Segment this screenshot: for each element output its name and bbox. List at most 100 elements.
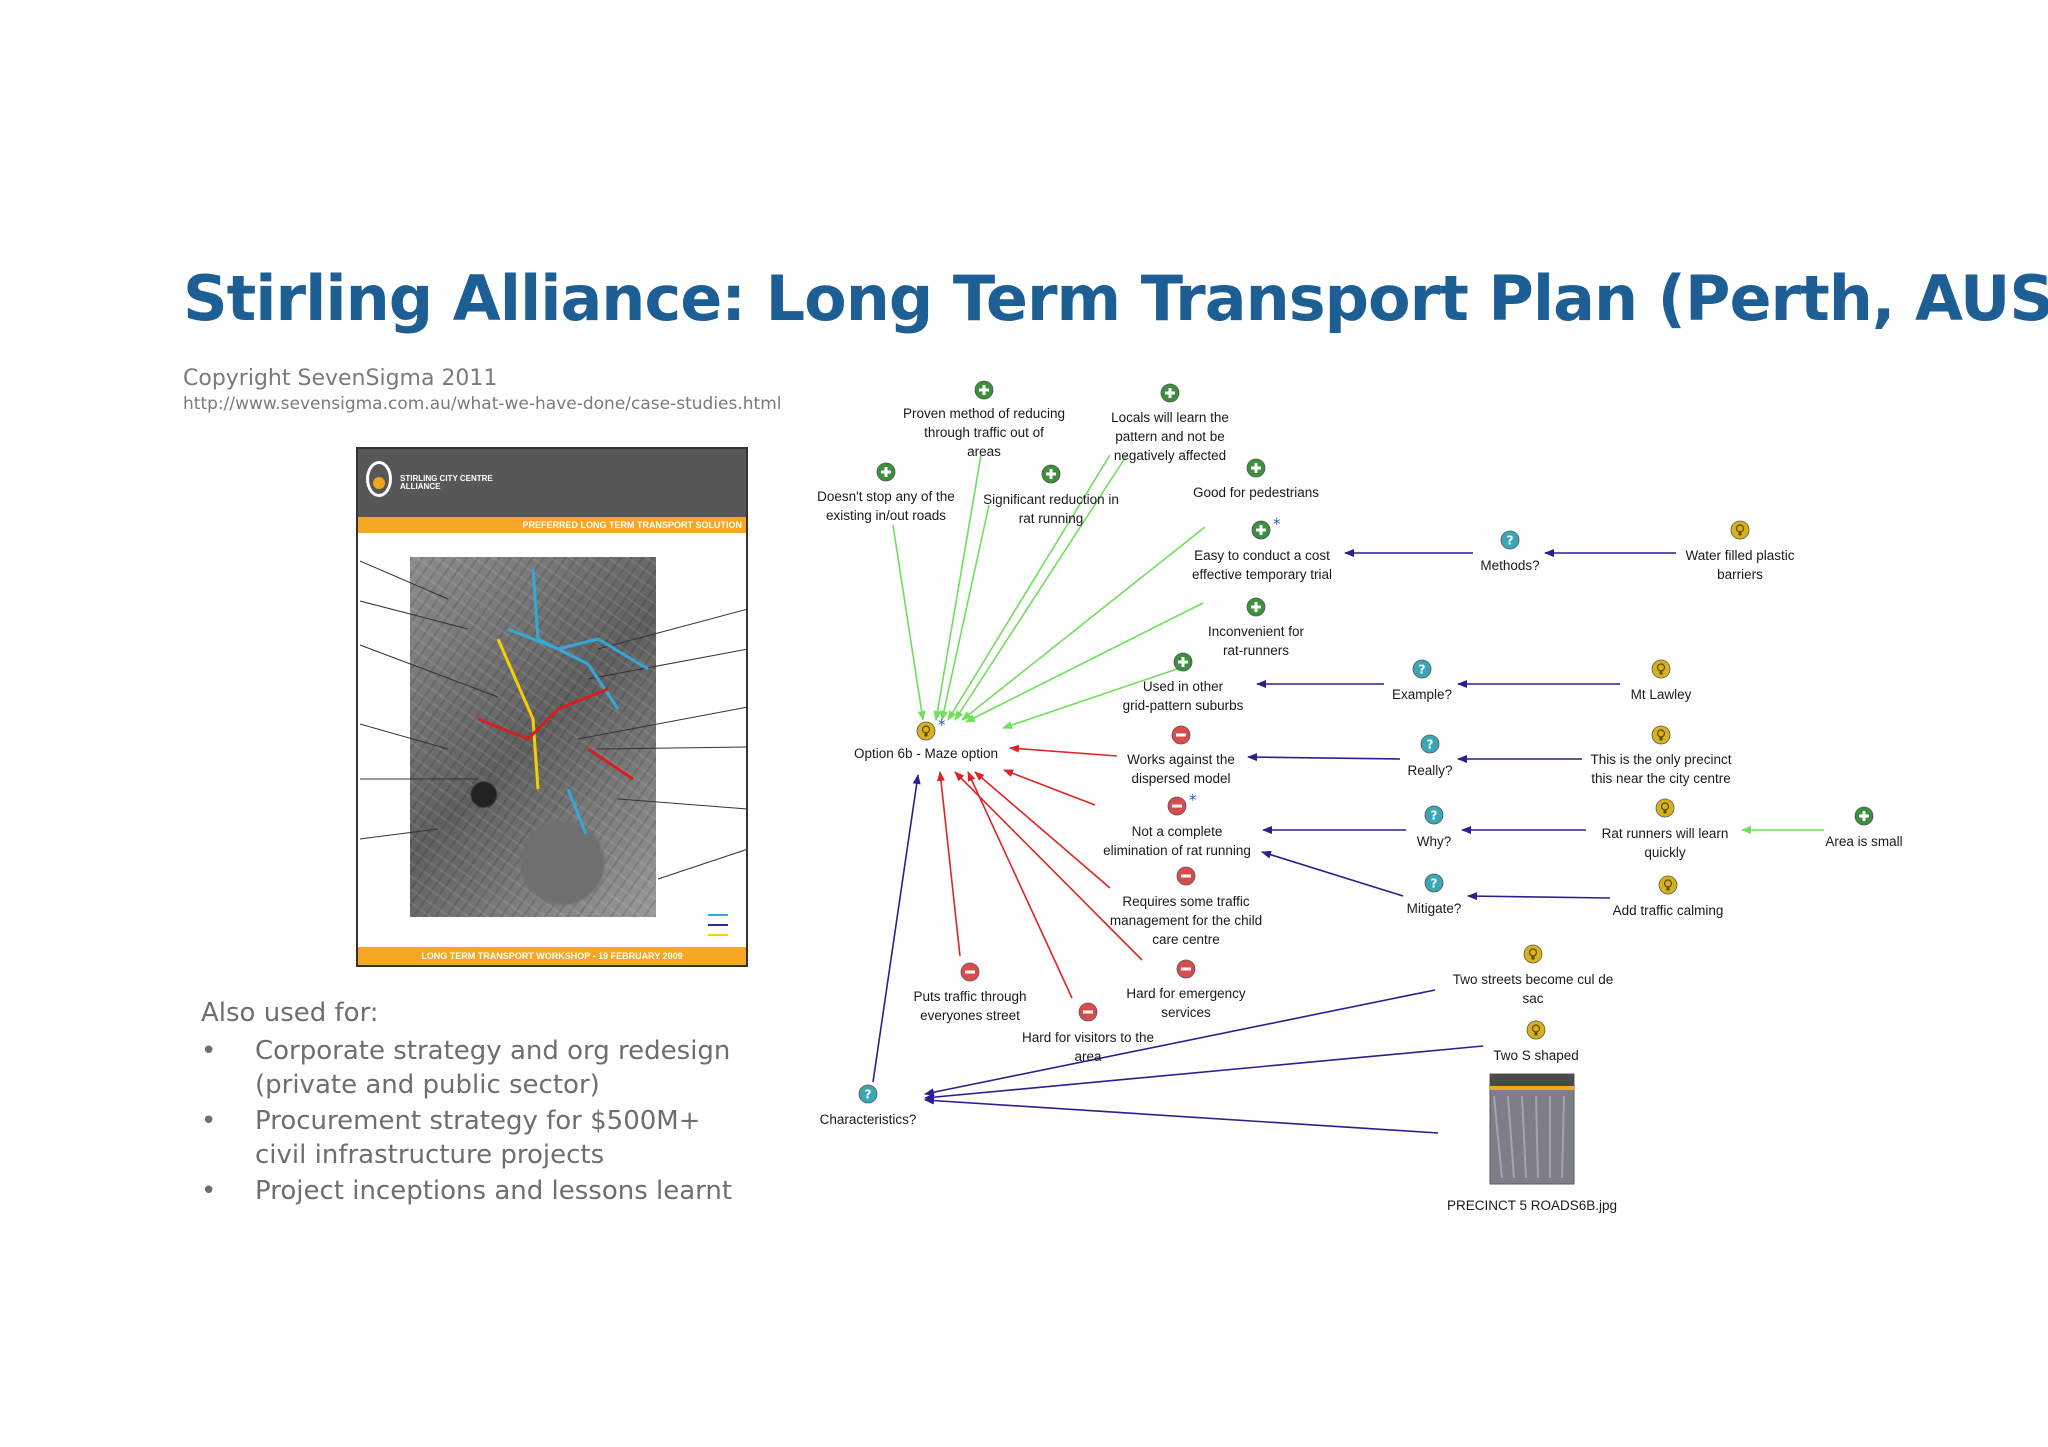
lightbulb-icon: [916, 721, 936, 741]
node-small[interactable]: Area is small: [1825, 806, 1903, 849]
node-label: Water filled plastic: [1685, 548, 1794, 563]
node-option6b[interactable]: *Option 6b - Maze option: [854, 716, 998, 761]
node-label: Example?: [1392, 687, 1452, 702]
node-mtlawley[interactable]: Mt Lawley: [1631, 659, 1692, 702]
node-example[interactable]: ? Example?: [1392, 659, 1452, 702]
link-visitors-to-option6b: [967, 771, 1073, 999]
node-label: Doesn't stop any of the: [817, 489, 955, 504]
poster-header: [358, 449, 746, 517]
node-label: grid-pattern suburbs: [1123, 698, 1244, 713]
node-label: PRECINCT 5 ROADS6B.jpg: [1447, 1198, 1617, 1213]
node-label: elimination of rat running: [1103, 843, 1251, 858]
image-thumbnail-street: [1535, 1095, 1539, 1179]
source-url[interactable]: http://www.sevensigma.com.au/what-we-hav…: [183, 394, 782, 414]
node-label: Add traffic calming: [1613, 903, 1724, 918]
question-mark-glyph: ?: [1419, 663, 1426, 677]
lightbulb-icon: [1526, 1020, 1546, 1040]
logo-dot-icon: [373, 477, 385, 489]
star-marker-icon: *: [1189, 791, 1197, 809]
node-really[interactable]: ?Really?: [1407, 734, 1453, 778]
star-marker-icon: *: [938, 716, 946, 734]
copyright-text: Copyright SevenSigma 2011: [183, 366, 498, 391]
bulb-base-icon: [1659, 671, 1663, 675]
node-mitigate[interactable]: ?Mitigate?: [1407, 873, 1462, 916]
link-locals-to-option6b: [947, 454, 1111, 721]
node-label: Hard for visitors to the: [1022, 1030, 1154, 1045]
bulb-glass-icon: [921, 725, 931, 734]
poster-footer: LONG TERM TRANSPORT WORKSHOP - 19 FEBRUA…: [358, 947, 746, 965]
minus-icon-bar: [1172, 804, 1182, 808]
node-label: Easy to conduct a cost: [1194, 548, 1330, 563]
question-mark-glyph: ?: [1431, 877, 1438, 891]
plus-icon-vertical: [1168, 388, 1172, 398]
bulb-base-icon: [1738, 532, 1742, 536]
link-puts-to-option6b: [936, 771, 961, 957]
node-label: barriers: [1717, 567, 1763, 582]
node-twocul[interactable]: Two streets become cul de sac: [1453, 944, 1614, 1006]
image-thumbnail-street: [1507, 1095, 1515, 1179]
node-calming[interactable]: Add traffic calming: [1613, 875, 1724, 918]
bulb-base-icon: [1659, 737, 1663, 741]
plus-icon-vertical: [1259, 525, 1263, 535]
question-icon: [1424, 805, 1444, 825]
minus-icon-bar: [965, 970, 975, 974]
bulb-glass-icon: [1735, 524, 1745, 533]
node-notcomplete[interactable]: * Not a complete elimination of rat runnin…: [1103, 791, 1251, 858]
bulb-base-icon: [1534, 1032, 1538, 1036]
also-used-heading: Also used for:: [201, 998, 379, 1028]
image-thumbnail-icon: [1489, 1073, 1575, 1185]
image-thumbnail-street: [1561, 1095, 1565, 1179]
link-requires-to-option6b: [974, 771, 1111, 889]
node-label: pattern and not be: [1115, 429, 1225, 444]
node-charact[interactable]: ?Characteristics?: [820, 1084, 917, 1127]
bulb-glass-icon: [1528, 948, 1538, 957]
node-methods[interactable]: ?Methods?: [1480, 530, 1540, 573]
node-water[interactable]: Water filled plastic barriers: [1685, 520, 1795, 582]
poster-route-overlay: [359, 560, 746, 936]
lightbulb-icon: [1730, 520, 1750, 540]
bulb-glass-icon: [1660, 802, 1670, 811]
node-why[interactable]: ?Why?: [1417, 805, 1452, 849]
node-label: rat-runners: [1223, 643, 1289, 658]
link-doesnt-to-option6b: [892, 524, 926, 721]
link-calming-to-mitigate: [1467, 892, 1611, 901]
node-label: sac: [1522, 991, 1543, 1006]
node-goodped[interactable]: Good for pedestrians: [1193, 458, 1319, 500]
node-label: Significant reduction in: [983, 492, 1119, 507]
node-label: rat running: [1019, 511, 1084, 526]
node-label: Rat runners will learn: [1602, 826, 1729, 841]
node-label: This is the only precinct: [1590, 752, 1731, 767]
question-icon: [1420, 734, 1440, 754]
slide-title: Stirling Alliance: Long Term Transport P…: [183, 262, 2048, 335]
node-label: Not a complete: [1132, 824, 1223, 839]
node-label: Locals will learn the: [1111, 410, 1229, 425]
bulb-glass-icon: [1656, 729, 1666, 738]
plus-icon-vertical: [1181, 657, 1185, 667]
link-proven-to-option6b: [933, 454, 982, 721]
link-twos-to-charact: [924, 1045, 1484, 1102]
node-label: management for the child: [1110, 913, 1262, 928]
node-twos[interactable]: Two S shaped: [1493, 1020, 1579, 1063]
lightbulb-icon: [1651, 725, 1671, 745]
image-thumbnail-stripe: [1490, 1086, 1574, 1090]
link-twocul-to-charact: [924, 989, 1436, 1097]
link-works-to-option6b: [1009, 744, 1118, 757]
plus-icon-vertical: [884, 467, 888, 477]
node-precinct[interactable]: PRECINCT 5 ROADS6B.jpg: [1447, 1073, 1617, 1213]
node-signif[interactable]: Significant reduction in rat running: [983, 464, 1119, 526]
node-label: Two S shaped: [1493, 1048, 1579, 1063]
node-label: Two streets become cul de: [1453, 972, 1614, 987]
